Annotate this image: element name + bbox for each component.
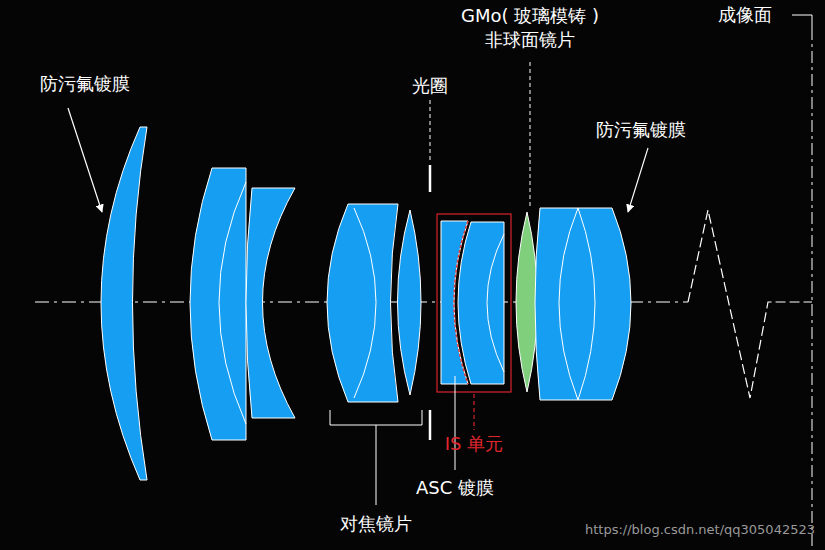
leader-arrow <box>628 148 648 212</box>
cemented-surface <box>487 234 504 372</box>
cemented-surface <box>354 208 376 398</box>
lens-element <box>190 168 246 440</box>
aperture-label: 光圈 <box>412 74 448 98</box>
watermark: https://blog.csdn.net/qq305042523 <box>585 521 815 539</box>
coating-label: 防污氟镀膜 <box>40 72 130 96</box>
image-plane-label: 成像面 <box>718 3 772 27</box>
is-lens <box>458 222 504 384</box>
front-lens <box>101 127 147 480</box>
lens-element <box>246 188 295 418</box>
focus-group-label: 对焦镜片 <box>340 512 412 536</box>
cemented-surface <box>219 182 246 424</box>
coating-label: 防污氟镀膜 <box>596 118 686 142</box>
aperture-blade <box>429 165 432 192</box>
cemented-surface <box>578 208 595 400</box>
cemented-surface <box>559 208 578 400</box>
bracket <box>330 410 422 425</box>
rear-lens <box>535 208 631 400</box>
leader-line <box>376 425 377 505</box>
leader-line <box>792 15 812 16</box>
image-plane <box>812 28 813 550</box>
focus-lens <box>398 210 422 395</box>
leader-line <box>455 376 456 470</box>
leader-line <box>473 394 474 430</box>
aspheric-label: GMo( 玻璃模铸 ) 非球面镜片 <box>456 4 604 53</box>
leader-line <box>430 100 431 160</box>
leader-line <box>530 62 531 206</box>
light-path <box>688 210 812 398</box>
leader-line <box>812 15 813 28</box>
focus-lens <box>327 204 398 402</box>
aperture-blade <box>429 410 432 440</box>
asc-label: ASC 镀膜 <box>416 476 494 500</box>
is-unit-label: IS 单元 <box>445 432 503 456</box>
leader-arrow <box>68 108 102 212</box>
aspheric-lens <box>516 212 538 392</box>
is-unit-frame <box>437 214 511 392</box>
